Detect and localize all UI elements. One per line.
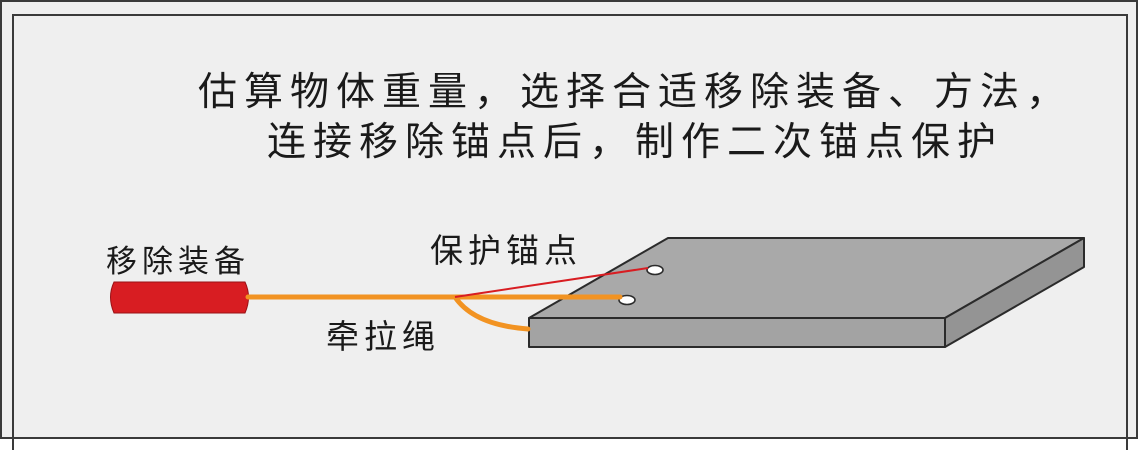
label-pull-rope: 牵拉绳 [326,317,440,356]
diagram-title: 估算物体重量，选择合适移除装备、方法， 连接移除锚点后，制作二次锚点保护 [195,68,1075,168]
diagram-illustration [110,237,1085,348]
diagram-inner-border [12,14,1128,450]
label-protection-anchor: 保护锚点 [430,231,582,270]
title-line-1: 估算物体重量，选择合适移除装备、方法， [197,70,1072,115]
slab-side-face [944,237,1085,348]
protection-anchor-line [454,267,649,298]
equipment-body [110,281,249,314]
anchor-hole-lower [618,294,636,306]
slab-front-face [528,317,946,348]
label-removal-equipment: 移除装备 [106,244,250,280]
title-line-2: 连接移除锚点后，制作二次锚点保护 [266,120,1003,165]
anchor-hole-upper [646,264,664,276]
rope-branch [452,294,531,332]
